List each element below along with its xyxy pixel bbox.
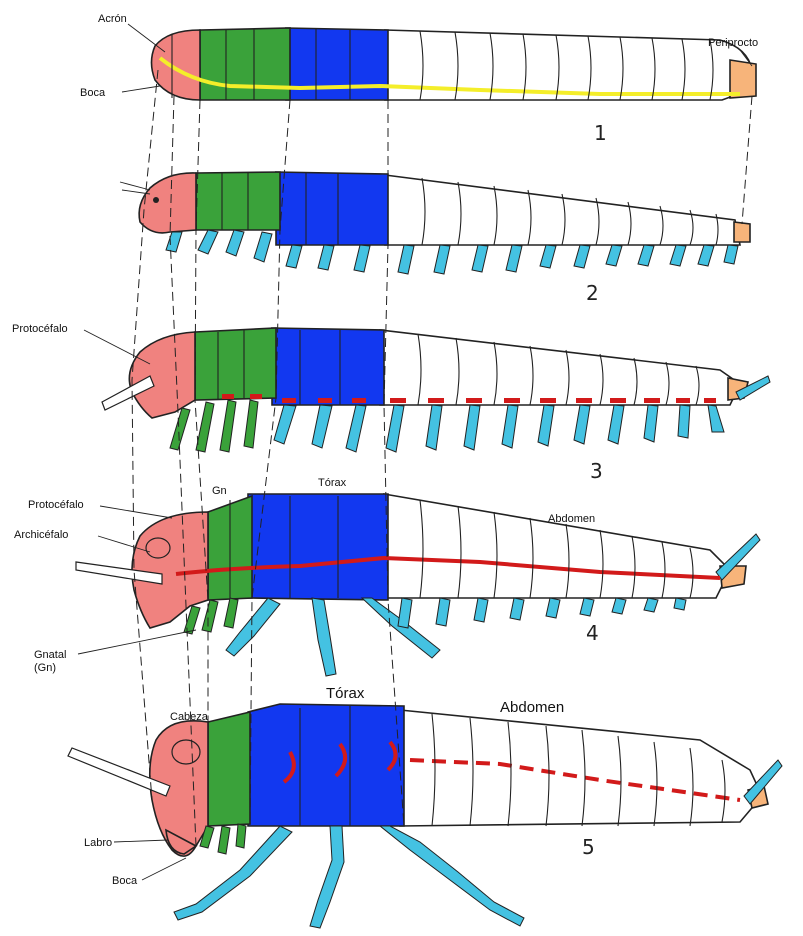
stage-number-1: 1 [594, 121, 607, 145]
stage-4-body [76, 494, 760, 676]
label-archicefalo: Archicéfalo [14, 529, 68, 541]
stage-2-eye [153, 197, 159, 203]
stage-1-acron [152, 30, 201, 100]
stage-3-gnathal [195, 328, 276, 400]
stage-5-mouthparts [200, 824, 246, 854]
label-protocefalo-stage4: Protocéfalo [28, 499, 84, 511]
stage-1-body [152, 28, 757, 100]
stage-5-thorax [248, 704, 404, 826]
label-torax-stage5: Tórax [326, 685, 365, 702]
stage-5-body [68, 704, 782, 928]
label-boca-stage1: Boca [80, 87, 106, 99]
label-cabeza: Cabeza [170, 711, 209, 723]
stage-4-abdomen [384, 494, 730, 598]
stage-4-thorax [248, 494, 388, 600]
stage-4-compound-eye [146, 538, 170, 558]
stage-3-abdomen [380, 330, 740, 405]
label-protocefalo-stage3: Protocéfalo [12, 323, 68, 335]
stage-5-abdomen [400, 710, 762, 826]
label-boca-stage5: Boca [112, 875, 138, 887]
label-periprocto: Periprocto [708, 37, 758, 49]
label-abdomen-stage4: Abdomen [548, 513, 595, 525]
stage-2-gnathal [196, 172, 280, 230]
stage-3-thorax [272, 328, 384, 405]
stage-2-body [120, 172, 750, 274]
stage-3-gnathal-appendages [170, 400, 258, 452]
label-gn: Gn [212, 485, 227, 497]
stage-5-head-green [208, 712, 250, 826]
stage-number-2: 2 [586, 281, 599, 305]
stage-2-abdomen [385, 175, 740, 245]
label-abdomen-stage5: Abdomen [500, 699, 564, 716]
stage-number-3: 3 [590, 459, 603, 483]
stage-3-protocephalon [129, 332, 195, 418]
stage-number-5: 5 [582, 835, 595, 859]
stage-5-compound-eye [172, 740, 200, 764]
stage-number-4: 4 [586, 621, 599, 645]
label-torax-stage4: Tórax [318, 477, 347, 489]
stage-2-antenna [120, 182, 150, 194]
stage-4-legs [226, 598, 686, 676]
label-acron: Acrón [98, 13, 127, 25]
stage-2-acron-head [139, 173, 196, 233]
stage-3-legs [274, 405, 724, 452]
label-gnatal-abbreviation: (Gn) [34, 662, 56, 674]
stage-2-thorax [276, 172, 388, 245]
stage-2-periproct [734, 222, 750, 242]
label-labro: Labro [84, 837, 112, 849]
label-gnatal: Gnatal [34, 649, 66, 661]
stage-3-body [102, 328, 770, 452]
